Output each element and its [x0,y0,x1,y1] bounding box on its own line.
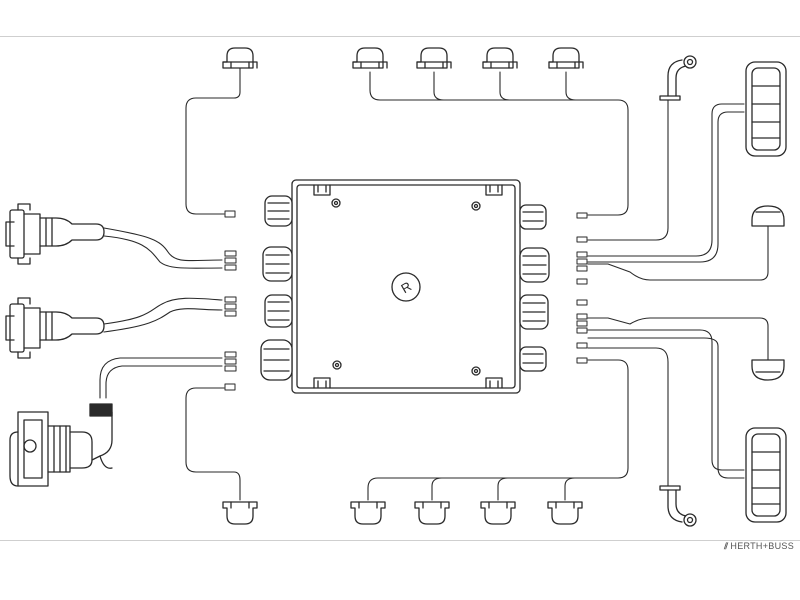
side-marker-lamps-bottom [222,501,583,525]
trailer-plug-middle [5,297,105,359]
terminals-left [224,210,237,391]
trailer-plug-upper [5,203,105,265]
brand-name: HERTH+BUSS [730,541,794,551]
marker-lamp-right-lower [751,359,785,381]
trailer-socket-lower [9,403,113,487]
terminals-right [576,212,588,364]
bottom-frame-line [0,540,800,541]
top-frame-line [0,36,800,37]
corner-light-lower [659,485,697,527]
corner-light-upper [659,55,697,101]
wires [99,64,769,501]
brand-mark: ⫽ [724,541,729,551]
brand-logo: ⫽HERTH+BUSS [724,541,794,552]
marker-lamp-right-upper [751,205,785,227]
combination-tail-lamp-lower [745,427,787,523]
combination-tail-lamp-upper [745,61,787,157]
side-marker-lamps-top [222,47,584,69]
cable-glands-right [519,204,550,372]
cable-glands-left [260,195,293,381]
junction-box [291,179,521,394]
